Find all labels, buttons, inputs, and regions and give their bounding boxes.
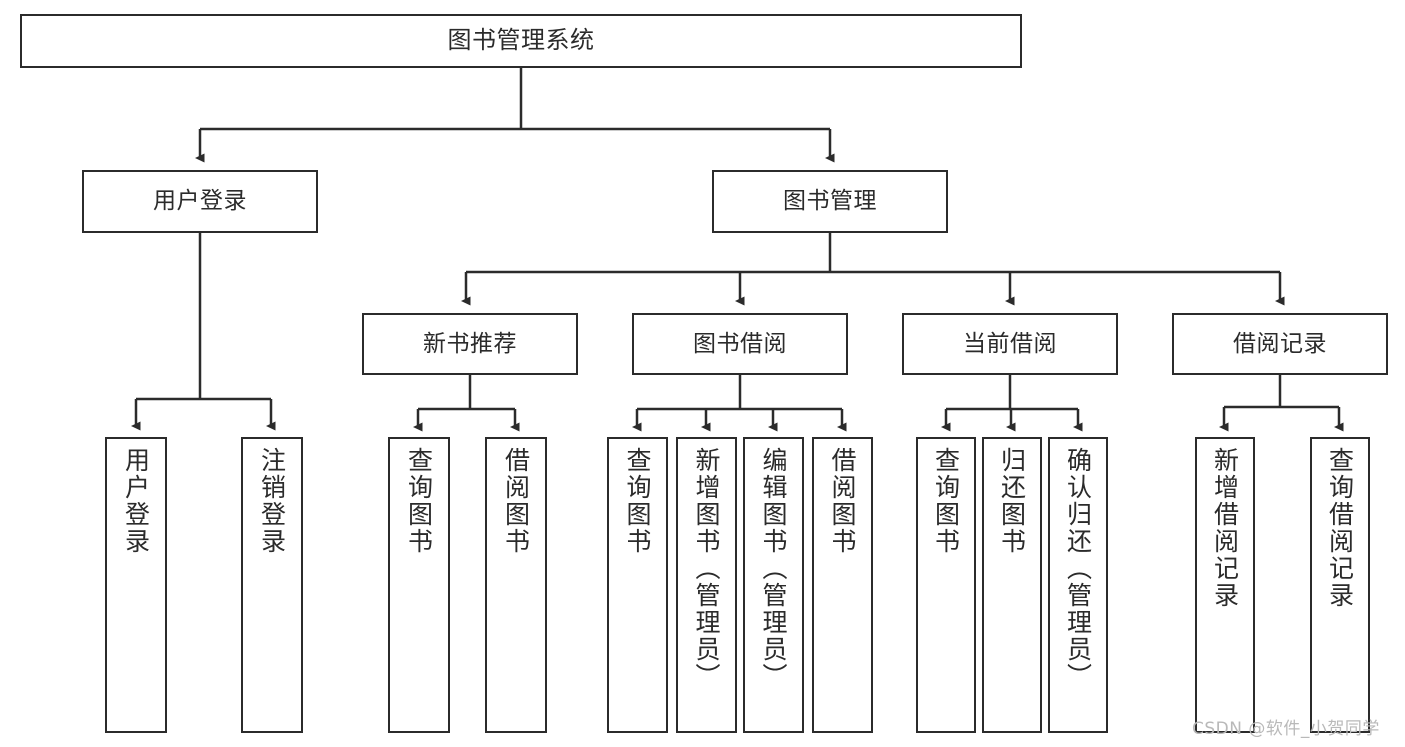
leaf-user-login[interactable]: 用户登录 bbox=[105, 437, 167, 733]
leaf-label: 注销登录 bbox=[257, 447, 287, 555]
node-user-login[interactable]: 用户登录 bbox=[82, 170, 318, 233]
leaf-label: 查询图书 bbox=[623, 447, 652, 555]
leaf-newbook-borrow-book[interactable]: 借阅图书 bbox=[485, 437, 547, 733]
leaf-newbook-query-book[interactable]: 查询图书 bbox=[388, 437, 450, 733]
leaf-record-query-record[interactable]: 查询借阅记录 bbox=[1310, 437, 1370, 733]
leaf-label: 新增借阅记录 bbox=[1210, 447, 1240, 609]
node-label: 图书管理系统 bbox=[447, 26, 595, 55]
node-label: 图书借阅 bbox=[693, 330, 787, 357]
node-root-system[interactable]: 图书管理系统 bbox=[20, 14, 1022, 68]
leaf-record-add-record[interactable]: 新增借阅记录 bbox=[1195, 437, 1255, 733]
leaf-borrow-borrow-book[interactable]: 借阅图书 bbox=[812, 437, 873, 733]
leaf-label: 确认归还（管理员） bbox=[1063, 447, 1093, 690]
leaf-current-query-book[interactable]: 查询图书 bbox=[916, 437, 976, 733]
node-label: 用户登录 bbox=[153, 188, 247, 215]
node-label: 新书推荐 bbox=[423, 330, 517, 357]
leaf-borrow-query-book[interactable]: 查询图书 bbox=[607, 437, 668, 733]
leaf-label: 借阅图书 bbox=[828, 447, 857, 555]
leaf-label: 查询借阅记录 bbox=[1325, 447, 1355, 609]
leaf-label: 编辑图书（管理员） bbox=[759, 447, 788, 690]
csdn-watermark: CSDN @软件_小贺同学 bbox=[1192, 719, 1380, 739]
node-book-management[interactable]: 图书管理 bbox=[712, 170, 948, 233]
leaf-label: 新增图书（管理员） bbox=[692, 447, 721, 690]
node-borrow-record[interactable]: 借阅记录 bbox=[1172, 313, 1388, 375]
node-label: 借阅记录 bbox=[1233, 330, 1327, 357]
leaf-label: 借阅图书 bbox=[501, 447, 531, 555]
node-book-borrow[interactable]: 图书借阅 bbox=[632, 313, 848, 375]
node-new-book-recommend[interactable]: 新书推荐 bbox=[362, 313, 578, 375]
node-label: 图书管理 bbox=[783, 188, 877, 215]
leaf-current-return-book[interactable]: 归还图书 bbox=[982, 437, 1042, 733]
node-current-borrow[interactable]: 当前借阅 bbox=[902, 313, 1118, 375]
leaf-label: 用户登录 bbox=[121, 447, 151, 555]
leaf-label: 归还图书 bbox=[997, 447, 1027, 555]
leaf-user-logout[interactable]: 注销登录 bbox=[241, 437, 303, 733]
leaf-borrow-add-book-admin[interactable]: 新增图书（管理员） bbox=[676, 437, 737, 733]
node-label: 当前借阅 bbox=[963, 330, 1057, 357]
leaf-borrow-edit-book-admin[interactable]: 编辑图书（管理员） bbox=[743, 437, 804, 733]
leaf-label: 查询图书 bbox=[931, 447, 961, 555]
leaf-current-confirm-return-admin[interactable]: 确认归还（管理员） bbox=[1048, 437, 1108, 733]
leaf-label: 查询图书 bbox=[404, 447, 434, 555]
